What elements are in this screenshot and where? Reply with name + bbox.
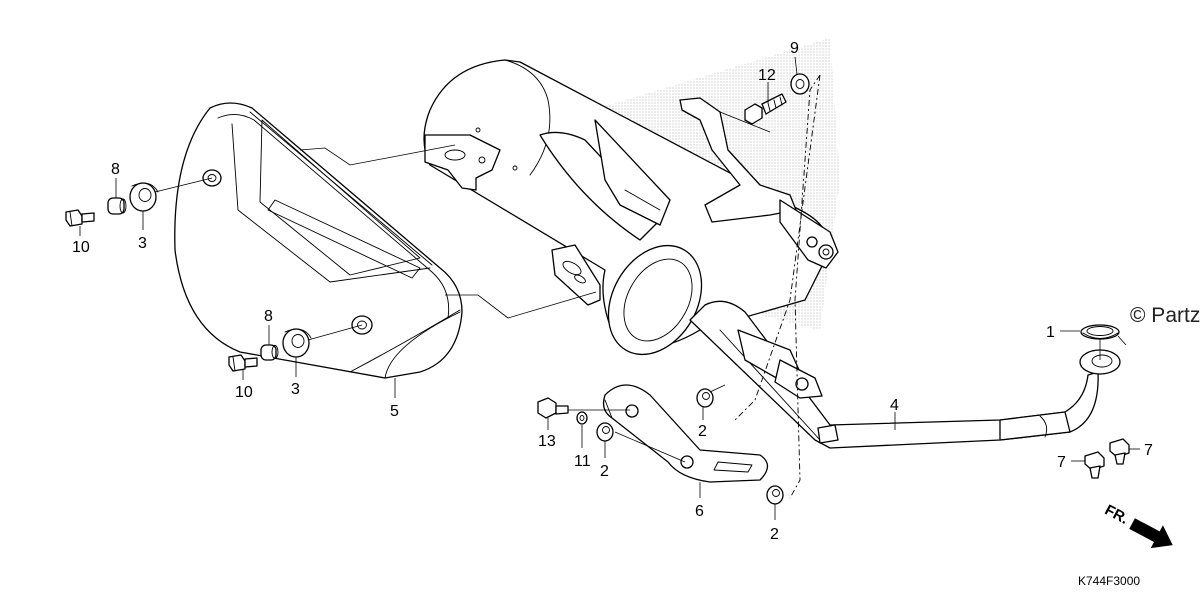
rubber-2-a — [596, 422, 614, 442]
bolt-10-upper — [65, 209, 95, 227]
collar-8-lower — [260, 344, 279, 361]
callout-7-right: 7 — [1144, 442, 1153, 459]
rubber-2-c — [766, 485, 784, 505]
diagram-code: K744F3000 — [1078, 574, 1140, 588]
callout-8-lower: 8 — [264, 308, 273, 325]
grommet-3-upper — [129, 182, 159, 212]
callout-3-lower: 3 — [291, 381, 300, 398]
callout-4: 4 — [890, 397, 899, 414]
callout-8-upper: 8 — [111, 161, 120, 178]
nut-7-left — [1084, 451, 1105, 479]
callout-2-middle: 2 — [600, 463, 609, 480]
bolt-13 — [537, 397, 569, 419]
callout-9: 9 — [790, 40, 799, 57]
muffler-stay — [602, 384, 769, 483]
leader-lines — [79, 56, 1140, 520]
callout-13: 13 — [538, 433, 556, 450]
rubber-2-b — [696, 388, 714, 408]
callout-3-upper: 3 — [138, 235, 147, 252]
gasket — [1080, 324, 1120, 340]
hardware — [65, 73, 1130, 505]
callout-11: 11 — [574, 453, 591, 470]
callout-12: 12 — [758, 67, 776, 84]
callout-7-left: 7 — [1057, 454, 1066, 471]
exhaust-pipe — [689, 300, 1121, 449]
nut-7-right — [1109, 438, 1130, 465]
callout-6: 6 — [695, 503, 704, 520]
front-direction-indicator: FR. — [1102, 502, 1173, 549]
callout-10-lower: 10 — [235, 384, 253, 401]
direction-label: FR. — [1102, 502, 1131, 528]
callout-2-upper: 2 — [698, 423, 707, 440]
washer-11 — [576, 411, 588, 425]
collar-8-upper — [107, 197, 127, 215]
bolt-10-lower — [228, 354, 258, 372]
callout-2-lower: 2 — [770, 526, 779, 543]
direction-arrow-icon — [1129, 518, 1173, 549]
bolt-12 — [744, 93, 787, 125]
callout-5: 5 — [390, 403, 399, 420]
watermark: © Partzilla — [1130, 304, 1200, 327]
callout-labels: 1 2 2 2 3 3 4 5 6 7 7 8 8 9 10 10 11 12 … — [72, 40, 1153, 543]
grommet-3-lower — [282, 328, 312, 358]
callout-1: 1 — [1046, 324, 1055, 341]
washer-9 — [790, 73, 810, 95]
callout-10-upper: 10 — [72, 239, 90, 256]
muffler — [423, 59, 839, 356]
